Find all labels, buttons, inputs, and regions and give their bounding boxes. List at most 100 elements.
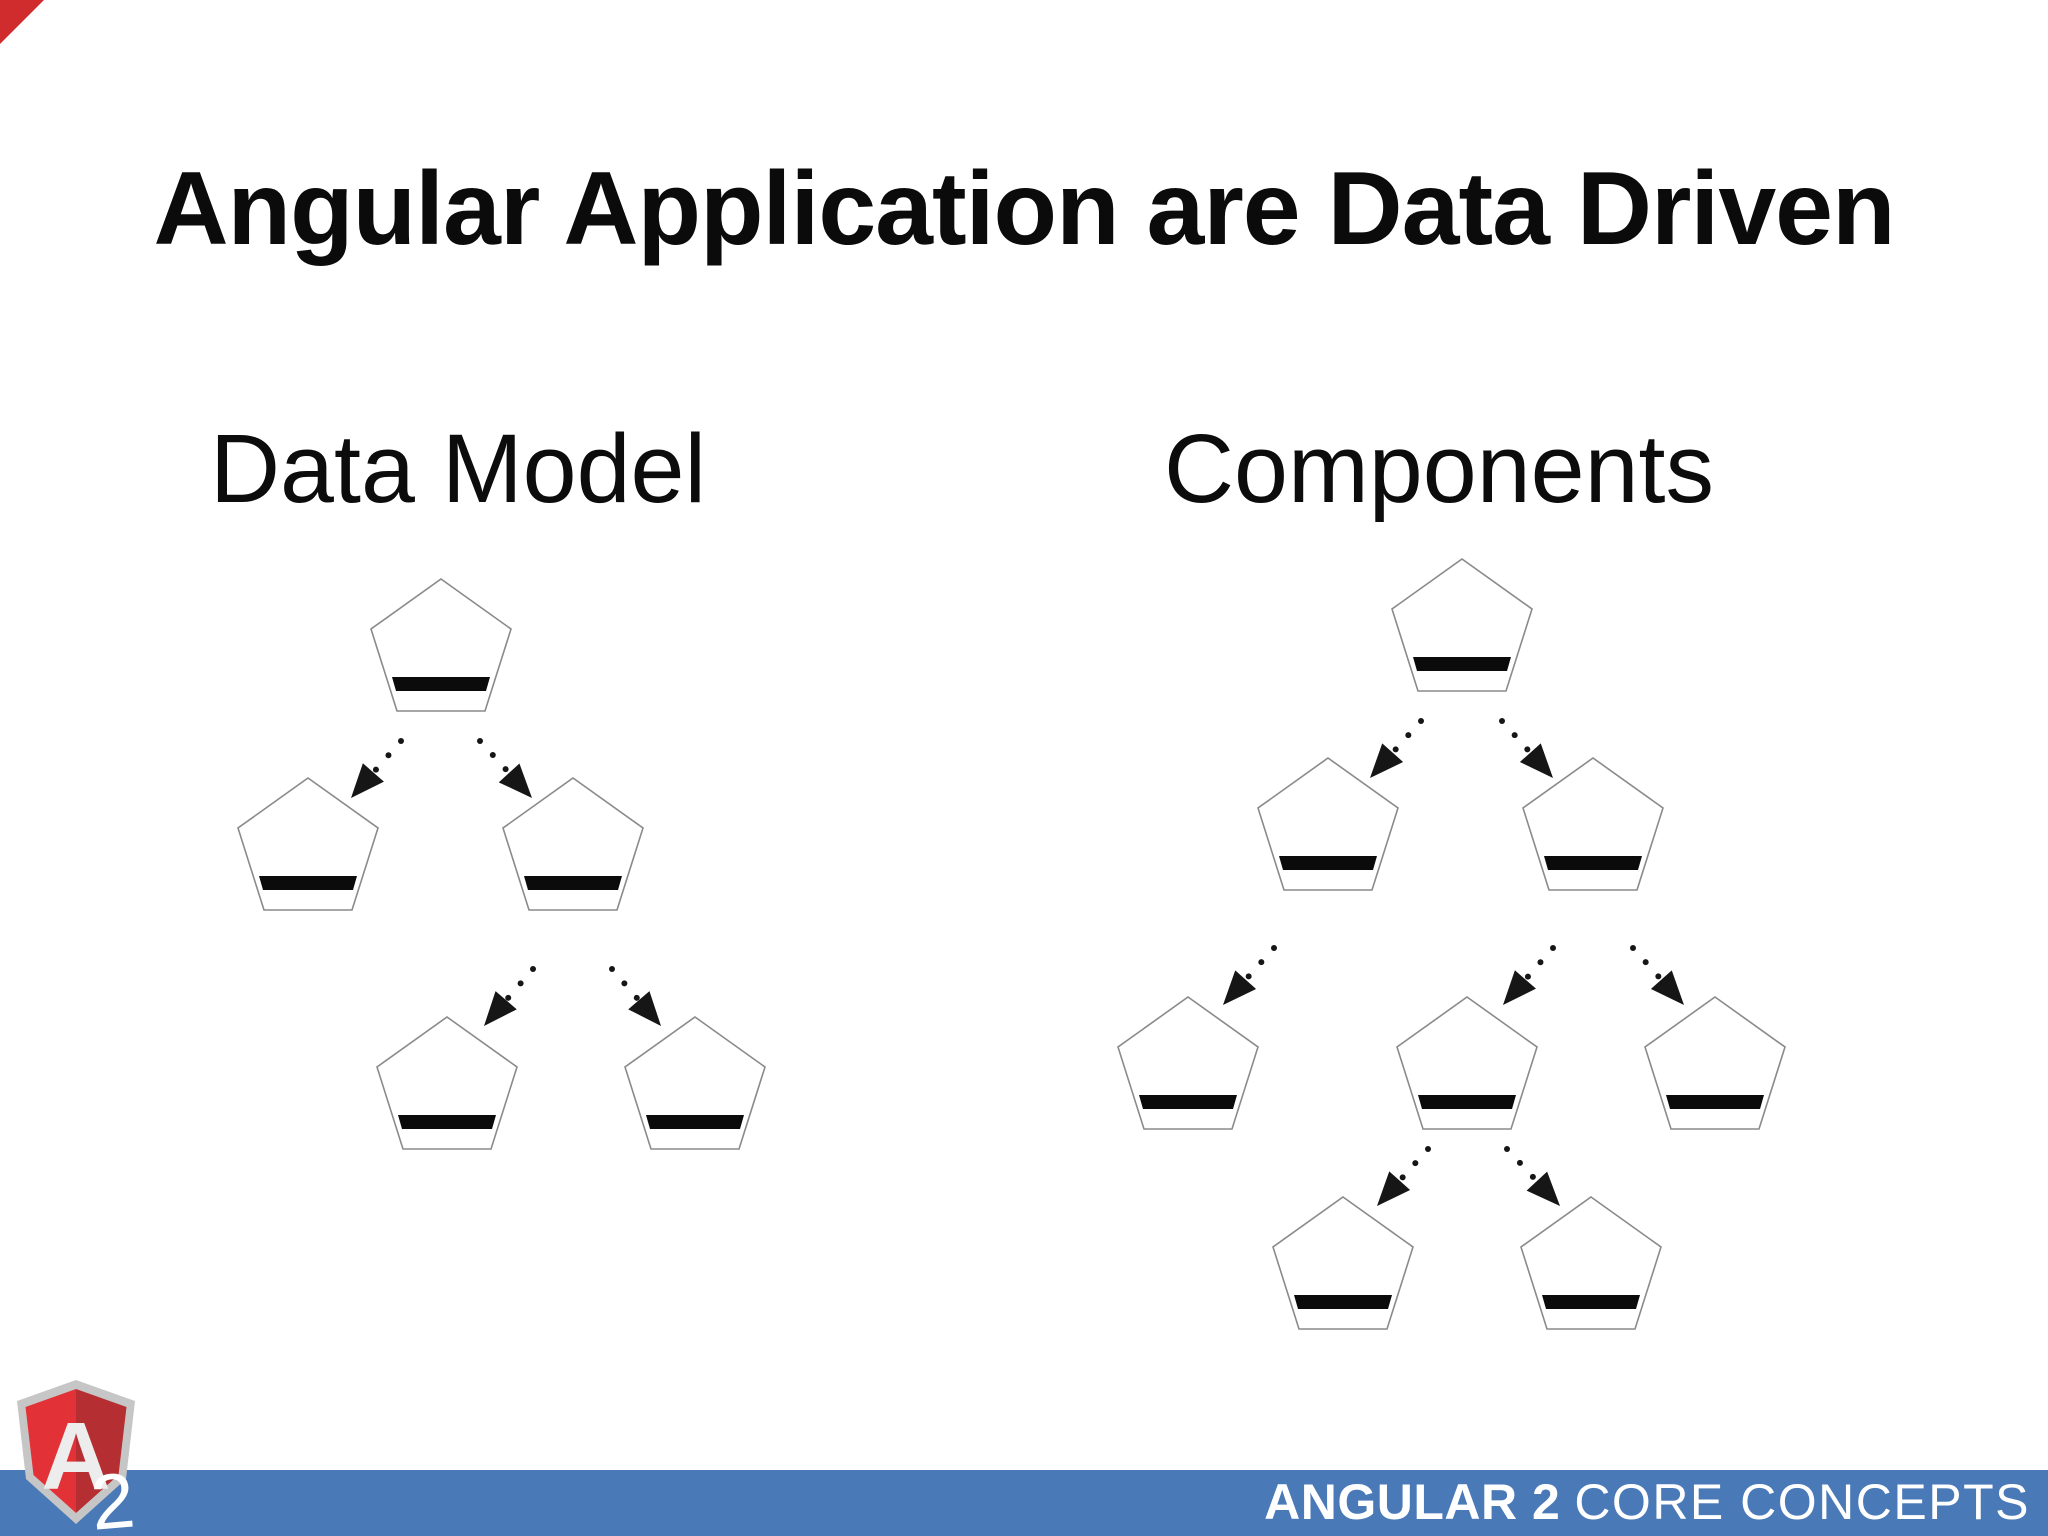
arrow-dot [1245,973,1252,980]
arrow-dot [517,980,524,987]
parent-child-arrow [484,966,536,1026]
heading-components: Components [1164,414,1714,523]
arrow-dot [621,980,628,987]
parent-child-arrow [609,966,661,1026]
arrow-dot [398,738,404,744]
component-node [1520,1196,1662,1330]
pentagon-shape [1396,996,1538,1130]
footer-brand-bold: ANGULAR 2 [1264,1473,1561,1530]
pentagon-bar [1139,1095,1237,1109]
pentagon-bar [1413,657,1511,671]
component-node [1522,757,1664,891]
arrow-dot [1516,1159,1523,1166]
heading-data-model: Data Model [210,414,707,523]
arrow-dot [1258,959,1265,966]
arrowhead-icon [351,763,384,798]
logo-number-2: 2 [87,1455,138,1536]
arrow-dot [502,766,509,773]
arrowhead-icon [1377,1171,1411,1206]
pentagon-shape [1522,757,1664,891]
pentagon-bar [1294,1295,1392,1309]
arrow-dot [633,994,640,1001]
arrow-dot [477,738,483,744]
parent-child-arrow [1377,1146,1431,1206]
arrow-dot [1537,959,1544,966]
arrowhead-icon [1223,970,1257,1005]
arrow-dot [1529,1173,1536,1180]
arrow-dot [1392,746,1399,753]
pentagon-shape [1520,1196,1662,1330]
pentagon-bar [259,876,357,890]
arrow-dot [1511,732,1518,739]
pentagon-shape [502,777,644,911]
data-model-node [502,777,644,911]
arrowhead-icon [1650,970,1684,1005]
slide-title: Angular Application are Data Driven [153,151,1895,267]
arrow-dot [1524,746,1531,753]
parent-child-arrow [1630,945,1684,1005]
component-node [1272,1196,1414,1330]
pentagon-bar [646,1115,744,1129]
data-model-node [376,1016,518,1150]
pentagon-shape [237,777,379,911]
arrowhead-icon [1370,743,1404,778]
arrow-dot [1642,959,1649,966]
pentagon-shape [1272,1196,1414,1330]
pentagon-shape [1644,996,1786,1130]
component-node [1117,996,1259,1130]
component-node [1391,558,1533,692]
arrow-dot [489,752,496,759]
pentagon-bar [524,876,622,890]
arrow-dot [1412,1160,1419,1167]
data-model-node [237,777,379,911]
arrow-dot [1630,945,1636,951]
pentagon-shape [1257,757,1399,891]
pentagon-bar [398,1115,496,1129]
pentagon-bar [1542,1295,1640,1309]
arrow-dot [609,966,615,972]
parent-child-arrow [1499,718,1553,778]
arrowhead-icon [484,991,517,1026]
arrowhead-icon [1519,743,1553,778]
footer-brand-light: CORE CONCEPTS [1574,1473,2030,1530]
pentagon-shape [1391,558,1533,692]
arrow-dot [1418,718,1424,724]
arrow-dot [1499,718,1505,724]
pentagon-bar [1544,856,1642,870]
component-node [1644,996,1786,1130]
pentagon-shape [376,1016,518,1150]
pentagon-bar [1279,856,1377,870]
arrow-dot [1399,1174,1406,1181]
arrow-dot [1425,1146,1431,1152]
arrow-dot [505,994,512,1001]
pentagon-bar [1418,1095,1516,1109]
arrow-dot [1524,973,1531,980]
arrow-dot [385,752,392,759]
angular-2-logo: A 2 [17,1380,138,1536]
component-node [1396,996,1538,1130]
data-model-node [370,578,512,712]
parent-child-arrow [1504,1146,1560,1206]
arrow-dot [1655,973,1662,980]
arrow-dot [372,766,379,773]
data-model-node [624,1016,766,1150]
arrow-dot [1405,732,1412,739]
pentagon-shape [1117,996,1259,1130]
logo-letter-a: A [41,1403,110,1510]
angular-shield-icon: A [17,1380,135,1524]
arrow-dot [1550,945,1556,951]
arrowhead-icon [628,991,661,1026]
pentagon-shape [624,1016,766,1150]
pentagon-shape [370,578,512,712]
arrow-dot [1504,1146,1510,1152]
arrowhead-icon [1526,1171,1560,1206]
component-node [1257,757,1399,891]
parent-child-arrow [1223,945,1277,1005]
parent-child-arrow [1370,718,1424,778]
arrowhead-icon [498,763,532,798]
parent-child-arrow [477,738,532,798]
